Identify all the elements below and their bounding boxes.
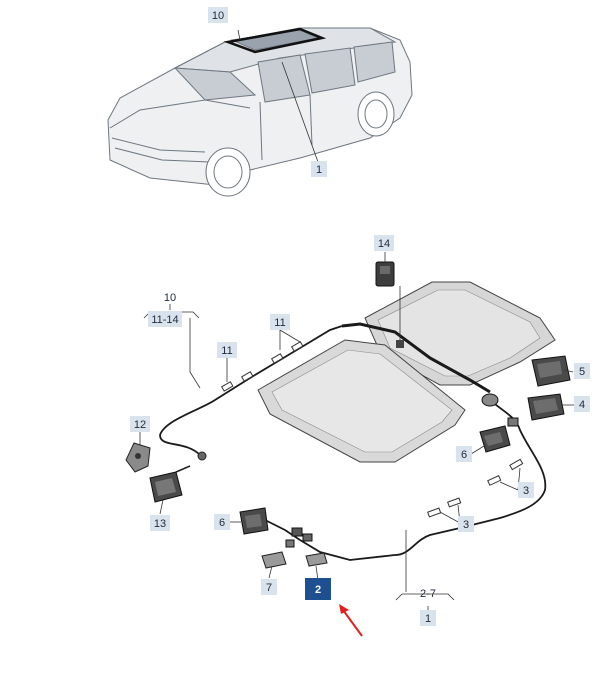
svg-text:5: 5 xyxy=(579,366,585,378)
callout-3-b: 3 xyxy=(458,516,474,532)
svg-text:13: 13 xyxy=(154,518,166,530)
front-glass-panel xyxy=(257,339,466,463)
callout-14: 14 xyxy=(374,235,394,251)
svg-text:12: 12 xyxy=(134,419,146,431)
callout-5: 5 xyxy=(574,363,590,379)
callout-2-7: 2-7 xyxy=(420,588,436,600)
callout-1-bottom: 1 xyxy=(420,610,436,626)
callout-11-14: 11-14 xyxy=(148,311,182,327)
leader-line xyxy=(237,29,241,41)
callout-12: 12 xyxy=(130,416,150,432)
drain-end-fitting xyxy=(396,340,404,348)
callout-2-selected[interactable]: 2 xyxy=(305,578,331,600)
callout-4: 4 xyxy=(574,396,590,412)
svg-text:4: 4 xyxy=(579,399,585,411)
part-6-connector-right xyxy=(479,425,511,453)
callout-11-a: 11 xyxy=(217,342,237,358)
part-4-motor xyxy=(527,393,565,421)
svg-text:2: 2 xyxy=(315,584,321,596)
part-12-bracket xyxy=(125,442,151,473)
callout-11-b: 11 xyxy=(270,314,290,330)
svg-text:3: 3 xyxy=(523,485,529,497)
svg-text:11-14: 11-14 xyxy=(151,314,178,326)
svg-text:7: 7 xyxy=(266,582,272,594)
svg-text:11: 11 xyxy=(274,317,285,329)
rear-glass-panel xyxy=(364,281,556,386)
callout-1-car: 1 xyxy=(311,161,327,177)
car-illustration xyxy=(107,27,413,197)
svg-text:10: 10 xyxy=(164,292,176,304)
car-sunroof-frame xyxy=(223,27,327,54)
harness-connector xyxy=(481,393,519,427)
callout-3-a: 3 xyxy=(518,482,534,498)
svg-text:6: 6 xyxy=(461,449,467,461)
harness-clips xyxy=(220,341,524,518)
drain-hose xyxy=(341,322,491,394)
callout-10-car: 10 xyxy=(208,7,228,23)
part-14-module xyxy=(375,261,395,287)
part-13-housing xyxy=(149,465,191,503)
svg-text:1: 1 xyxy=(425,613,431,625)
svg-text:11: 11 xyxy=(221,345,232,357)
svg-text:6: 6 xyxy=(219,517,225,529)
junction-connectors xyxy=(285,527,313,548)
callout-6-left: 6 xyxy=(214,514,230,530)
part-2-terminal xyxy=(305,552,328,567)
harness-end-connector xyxy=(197,451,207,461)
svg-text:1: 1 xyxy=(316,164,322,176)
callout-10-range: 10 xyxy=(164,292,176,304)
red-pointer-arrow-icon xyxy=(339,604,363,637)
svg-text:3: 3 xyxy=(463,519,469,531)
svg-text:10: 10 xyxy=(212,10,224,22)
part-5-motor xyxy=(531,355,571,387)
callout-7: 7 xyxy=(261,579,277,595)
svg-text:2-7: 2-7 xyxy=(420,588,436,600)
svg-text:14: 14 xyxy=(378,238,390,250)
part-7-terminal xyxy=(261,551,287,569)
part-6-connector-left xyxy=(239,507,269,535)
leader-line xyxy=(281,61,319,163)
callout-13: 13 xyxy=(150,515,170,531)
callout-6-right: 6 xyxy=(456,446,472,462)
